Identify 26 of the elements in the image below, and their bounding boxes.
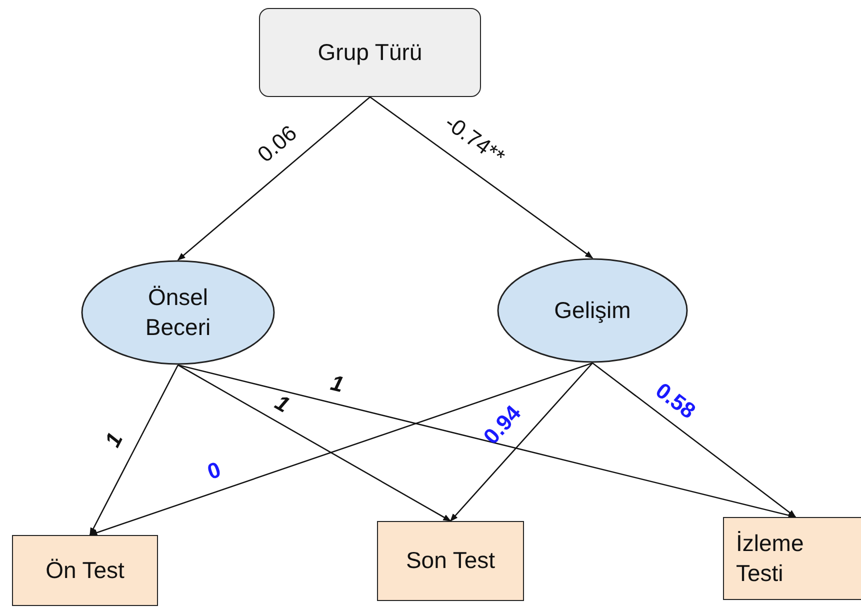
latent-ellipse bbox=[81, 260, 275, 365]
measure-box bbox=[12, 535, 158, 606]
edge-label: 1 bbox=[100, 428, 129, 452]
node-label: Gelişim bbox=[554, 296, 631, 325]
measure-box bbox=[377, 521, 524, 601]
arrow bbox=[89, 362, 593, 536]
arrow bbox=[178, 364, 452, 522]
node-label: Önsel Beceri bbox=[144, 282, 212, 342]
edge-label: 0.06 bbox=[252, 120, 302, 168]
measure-box bbox=[723, 517, 861, 600]
edge-label: 0 bbox=[204, 457, 224, 486]
edge-label: 1 bbox=[270, 390, 294, 418]
arrow bbox=[370, 96, 594, 259]
edge-label: 0.58 bbox=[650, 378, 700, 424]
arrow bbox=[178, 364, 796, 518]
factor-box bbox=[259, 8, 481, 97]
node-label: İzleme Testi bbox=[736, 528, 805, 588]
node-label: Ön Test bbox=[46, 556, 124, 585]
latent-ellipse bbox=[497, 258, 688, 363]
node-label: Grup Türü bbox=[318, 38, 422, 67]
arrow bbox=[89, 364, 179, 536]
arrow bbox=[450, 362, 593, 522]
arrow bbox=[177, 96, 370, 261]
node-label: Son Test bbox=[406, 546, 496, 576]
edge-label: 1 bbox=[328, 370, 346, 398]
arrow bbox=[592, 362, 796, 518]
